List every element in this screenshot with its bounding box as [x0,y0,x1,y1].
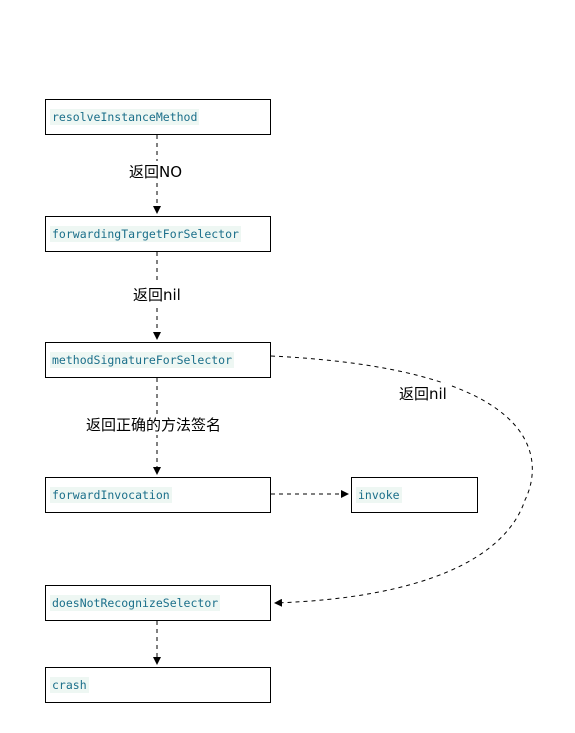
node-invoke: invoke [351,477,478,513]
node-forwarding-target-for-selector: forwardingTargetForSelector [45,216,271,252]
edge-label-return-nil: 返回nil [131,284,183,305]
node-label: forwardInvocation [50,487,172,503]
edge-label-return-correct-signature: 返回正确的方法签名 [84,414,224,435]
node-resolve-instance-method: resolveInstanceMethod [45,99,271,135]
node-label: resolveInstanceMethod [50,109,200,125]
node-label: forwardingTargetForSelector [50,226,241,242]
node-method-signature-for-selector: methodSignatureForSelector [45,342,271,378]
node-forward-invocation: forwardInvocation [45,477,271,513]
edge-label-return-no: 返回NO [127,161,185,182]
node-crash: crash [45,667,271,703]
node-label: crash [50,677,89,693]
node-label: methodSignatureForSelector [50,352,235,368]
node-does-not-recognize-selector: doesNotRecognizeSelector [45,585,271,621]
node-label: invoke [356,487,402,503]
edge-signature-to-not-recognize [270,355,533,607]
node-label: doesNotRecognizeSelector [50,595,221,611]
edge-label-return-nil-curve: 返回nil [397,383,449,404]
